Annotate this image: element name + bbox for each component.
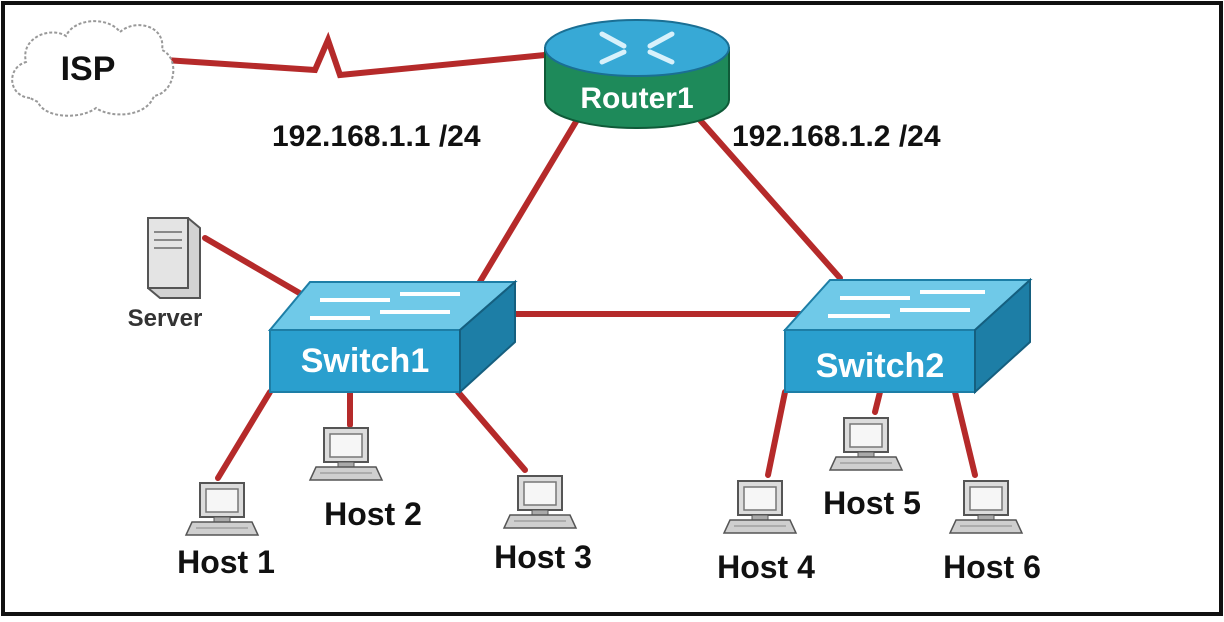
- link-switch2-host5: [872, 389, 883, 415]
- host2-label: Host 2: [324, 496, 422, 532]
- switch1-label: Switch1: [301, 342, 429, 380]
- ip-label-router-switch1: 192.168.1.1 /24: [272, 120, 481, 153]
- switch-icon: [782, 277, 1033, 395]
- router1-label: Router1: [580, 82, 693, 115]
- server-icon: [147, 217, 201, 299]
- cloud-icon: [11, 20, 175, 117]
- links: [162, 31, 978, 481]
- switch2-label: Switch2: [816, 347, 944, 385]
- server-label: Server: [128, 305, 203, 332]
- host6-label: Host 6: [943, 549, 1041, 585]
- switch-icon: [267, 279, 518, 395]
- host1-label: Host 1: [177, 544, 275, 580]
- link-switch2-host6: [952, 389, 978, 478]
- wan-link-isp-router: [162, 31, 548, 79]
- isp-label: ISP: [61, 50, 116, 88]
- host4-label: Host 4: [717, 549, 815, 585]
- ip-label-router-switch2: 192.168.1.2 /24: [732, 120, 941, 153]
- link-router-switch1: [475, 112, 583, 288]
- host5-label: Host 5: [823, 485, 921, 521]
- link-router-switch2: [697, 117, 843, 281]
- link-switch1-host3: [455, 389, 528, 473]
- host3-label: Host 3: [494, 539, 592, 575]
- router-icon: [544, 19, 730, 129]
- link-switch1-host1: [215, 389, 273, 481]
- link-server-switch1: [202, 235, 311, 301]
- link-switch2-host4: [765, 389, 788, 478]
